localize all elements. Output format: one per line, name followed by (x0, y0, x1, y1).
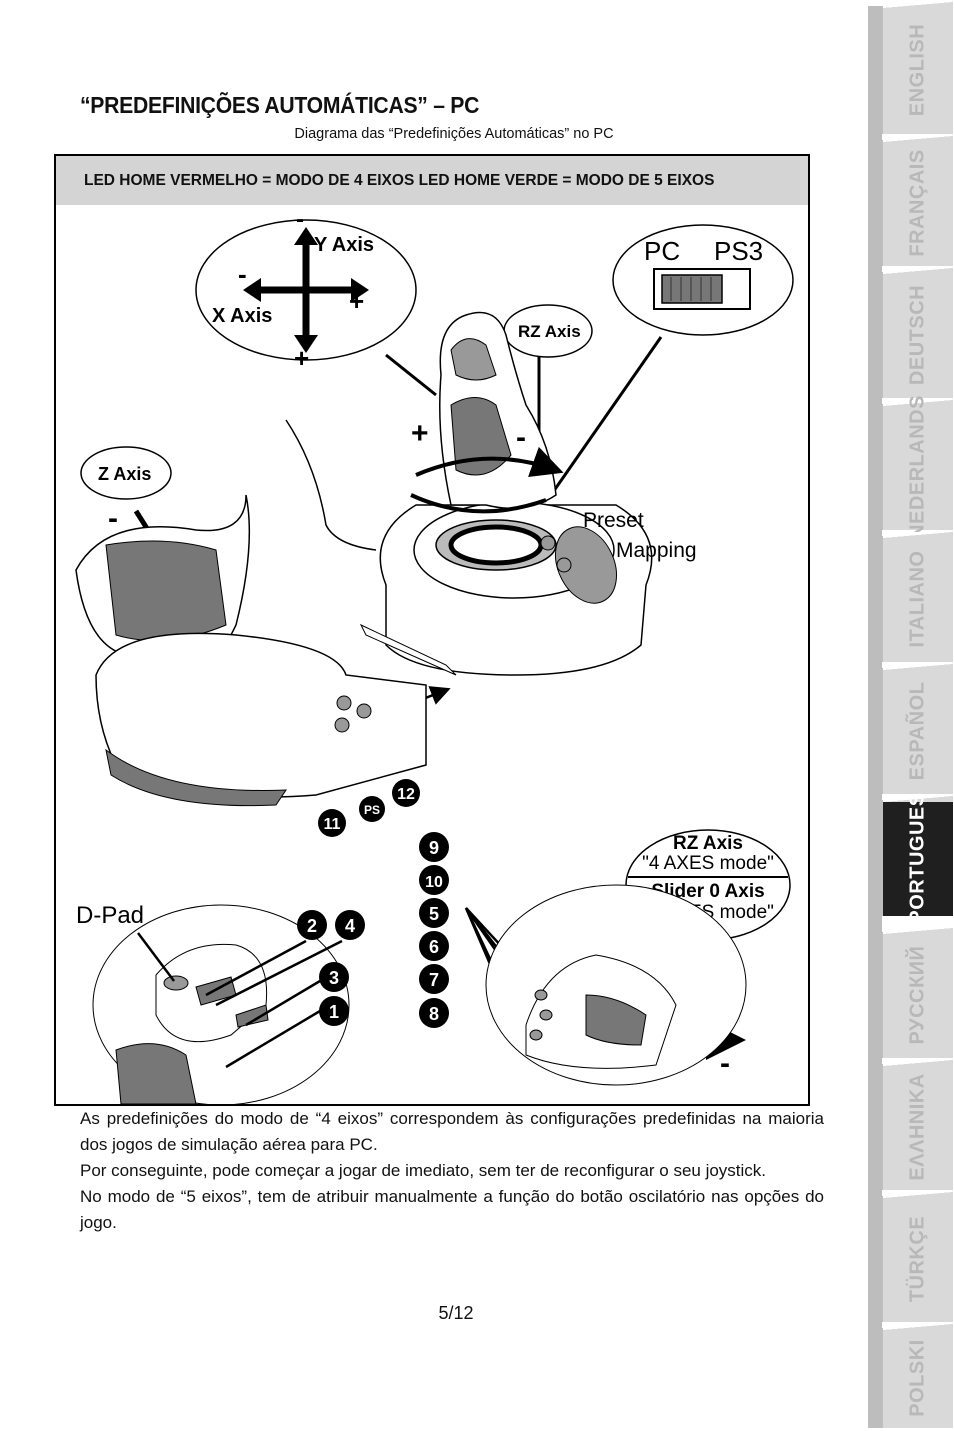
language-strip-background (868, 6, 882, 1428)
tab-greek[interactable]: ΕΛΛΗΝΙΚΑ (882, 1060, 953, 1190)
button-7-label: 7 (429, 970, 439, 990)
tab-label: NEDERLANDS (906, 395, 929, 539)
joystick-diagram: Y Axis X Axis - + - + PC PS3 RZ Axis (75, 206, 794, 1104)
ps3-label: PS3 (714, 236, 763, 266)
slider-minus-sign: - (720, 1047, 730, 1080)
tab-label: PORTUGUES (906, 792, 929, 924)
joystick-stick: + - Preset Mapping (285, 311, 697, 727)
tab-deutsch[interactable]: DEUTSCH (882, 268, 953, 398)
tab-label: TÜRKÇE (906, 1215, 929, 1303)
x-plus-sign: + (349, 286, 364, 316)
throttle-side-detail (485, 884, 747, 1086)
tab-label: ESPAÑOL (906, 681, 929, 781)
pc-ps3-switch-bubble: PC PS3 (549, 224, 794, 496)
body-text: As predefinições do modo de “4 eixos” co… (80, 1106, 824, 1236)
throttle: 11 PS 12 (75, 494, 427, 837)
button-5-label: 5 (429, 904, 439, 924)
button-11-label: 11 (324, 816, 341, 833)
x-axis-label: X Axis (212, 305, 272, 327)
tab-label: FRANÇAIS (906, 149, 929, 257)
tab-portugues[interactable]: PORTUGUES (882, 792, 953, 924)
slider-mode-title: Slider 0 Axis (651, 881, 764, 902)
xy-axis-bubble: Y Axis X Axis - + - + (195, 206, 417, 373)
paragraph-5-axes: No modo de “5 eixos”, tem de atribuir ma… (80, 1187, 824, 1232)
button-4-label: 4 (345, 916, 355, 936)
button-10-label: 10 (425, 874, 443, 891)
pc-label: PC (644, 236, 680, 266)
diagram-box: LED HOME VERMELHO = MODO DE 4 EIXOS LED … (54, 154, 810, 1106)
diagram-caption: Diagrama das “Predefinições Automáticas”… (294, 126, 614, 142)
tab-polski[interactable]: POLSKI (882, 1324, 953, 1428)
button-12-label: 12 (397, 786, 415, 803)
rz-minus-sign: - (516, 421, 526, 454)
tab-label: РУССКИЙ (906, 945, 929, 1045)
page-title: “PREDEFINIÇÕES AUTOMÁTICAS” – PC (80, 92, 480, 118)
dpad-detail: D-Pad 2 4 3 1 (76, 902, 365, 1104)
button-3-label: 3 (329, 968, 339, 988)
tab-label: POLSKI (906, 1339, 929, 1417)
tab-italiano[interactable]: ITALIANO (882, 532, 953, 662)
y-axis-label: Y Axis (314, 234, 374, 256)
rz-mode-subtitle: "4 AXES mode" (642, 853, 774, 874)
rz-axis-label: RZ Axis (518, 322, 581, 341)
tab-russian[interactable]: РУССКИЙ (882, 928, 953, 1058)
tab-label: DEUTSCH (906, 284, 929, 386)
ps-button-label: PS (364, 803, 380, 817)
button-9-label: 9 (429, 838, 439, 858)
z-minus-sign: - (108, 502, 118, 535)
button-1-label: 1 (329, 1002, 339, 1022)
tab-espanol[interactable]: ESPAÑOL (882, 664, 953, 794)
button-6-label: 6 (429, 937, 439, 957)
led-mode-banner: LED HOME VERMELHO = MODO DE 4 EIXOS LED … (56, 156, 808, 205)
preset-label: Preset (583, 509, 644, 532)
rz-mode-title: RZ Axis (673, 833, 743, 854)
tab-english[interactable]: ENGLISH (882, 2, 953, 134)
rz-axis-bubble: RZ Axis (385, 304, 593, 445)
x-minus-sign: - (238, 259, 247, 289)
tab-label: ITALIANO (906, 550, 929, 648)
tab-label: ENGLISH (906, 23, 929, 117)
tab-turkce[interactable]: TÜRKÇE (882, 1192, 953, 1322)
z-axis-label: Z Axis (98, 464, 151, 484)
y-minus-sign: - (296, 206, 304, 233)
tab-francais[interactable]: FRANÇAIS (882, 136, 953, 266)
y-plus-sign: + (294, 343, 309, 373)
page-number: 5/12 (438, 1303, 474, 1323)
paragraph-play-now: Por conseguinte, pode começar a jogar de… (80, 1161, 767, 1180)
dpad-label: D-Pad (76, 902, 144, 929)
button-2-label: 2 (307, 916, 317, 936)
mapping-label: Mapping (616, 539, 697, 562)
language-tabs: ENGLISH FRANÇAIS DEUTSCH NEDERLANDS ITAL… (868, 2, 954, 1428)
rz-plus-sign: + (411, 417, 429, 450)
button-8-label: 8 (429, 1004, 439, 1024)
tab-label: ΕΛΛΗΝΙΚΑ (906, 1073, 929, 1181)
paragraph-4-axes: As predefinições do modo de “4 eixos” co… (80, 1109, 824, 1154)
tab-nederlands[interactable]: NEDERLANDS (882, 395, 953, 539)
